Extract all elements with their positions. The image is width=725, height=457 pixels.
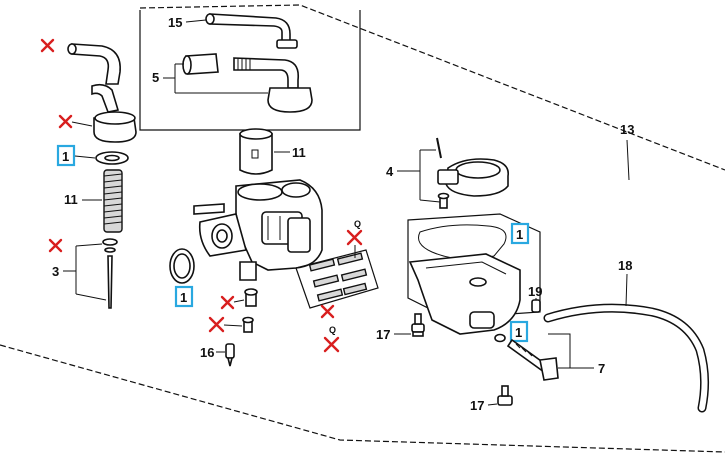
washer[interactable] (95, 151, 129, 165)
main-jet[interactable] (244, 288, 258, 307)
part-11-spring[interactable] (103, 169, 123, 233)
part-17-bolt-bottom[interactable] (497, 385, 513, 406)
callout-5: 5 (152, 63, 268, 94)
qty-box-3-label: 1 (516, 227, 523, 242)
part-7-drain-screw[interactable] (506, 338, 559, 381)
callout-13-label: 13 (620, 122, 634, 137)
part-16-screw[interactable] (225, 343, 235, 367)
callout-16-label: 16 (200, 345, 214, 360)
callout-17-bottom-label: 17 (470, 398, 484, 413)
callout-7: 7 (548, 333, 605, 376)
qty-box-3: 1 (510, 222, 530, 245)
callout-13: 13 (620, 122, 634, 181)
callout-15: 15 (168, 15, 207, 30)
callout-q-bottom-label: Q (329, 325, 336, 335)
callout-19: 19 (528, 284, 542, 300)
drain-o-ring[interactable] (494, 333, 506, 343)
callout-18: 18 (618, 258, 632, 307)
callout-17-left: 17 (376, 327, 411, 342)
not-available-mark-4 (220, 295, 245, 310)
callout-11-left: 11 (64, 192, 102, 207)
part-19-plug[interactable] (531, 299, 541, 313)
left-elbow-cap[interactable] (91, 83, 137, 143)
callout-4-label: 4 (386, 164, 394, 179)
qty-box-1-label: 1 (62, 149, 69, 164)
qty-box-1: 1 (56, 144, 96, 167)
part-18-hose[interactable] (543, 303, 710, 413)
part-3-needle-set[interactable] (102, 238, 118, 309)
part-4-valve[interactable] (437, 192, 450, 209)
callout-16: 16 (200, 345, 225, 360)
callout-3-label: 3 (52, 264, 59, 279)
not-available-mark-1 (40, 38, 55, 53)
part-17-bolt-left[interactable] (411, 313, 425, 337)
screw-set-card[interactable] (295, 249, 379, 309)
callout-11-right-label: 11 (292, 145, 306, 160)
callout-3: 3 (52, 243, 107, 301)
not-available-mark-3 (48, 238, 63, 253)
not-available-mark-7 (320, 304, 335, 319)
carburetor-body[interactable] (193, 179, 323, 281)
part-11-tube[interactable] (239, 128, 273, 175)
callout-q-top-label: Q (354, 219, 361, 229)
o-ring[interactable] (169, 248, 195, 284)
callout-11-right: 11 (274, 145, 306, 160)
qty-box-4: 1 (509, 320, 529, 343)
callout-5-label: 5 (152, 70, 159, 85)
callout-18-label: 18 (618, 258, 632, 273)
qty-box-2: 1 (174, 285, 194, 308)
not-available-mark-5 (208, 316, 243, 333)
not-available-mark-2 (58, 114, 93, 129)
callout-4: 4 (386, 149, 441, 203)
part-5-elbow[interactable] (233, 57, 313, 113)
callout-17-left-label: 17 (376, 327, 390, 342)
callout-11-left-label: 11 (64, 192, 78, 207)
not-available-mark-8: Q (323, 325, 340, 353)
callout-15-label: 15 (168, 15, 182, 30)
callout-7-label: 7 (598, 361, 605, 376)
left-pipe-top[interactable] (67, 43, 121, 85)
qty-box-2-label: 1 (180, 290, 187, 305)
callout-17-bottom: 17 (470, 398, 498, 413)
qty-box-4-label: 1 (515, 325, 522, 340)
callout-19-label: 19 (528, 284, 542, 299)
part-4-float[interactable] (437, 158, 510, 197)
part-15-pipe[interactable] (205, 13, 298, 49)
part-4-pin[interactable] (436, 137, 442, 159)
part-5-sleeve[interactable] (182, 53, 219, 75)
slow-jet[interactable] (242, 316, 254, 333)
not-available-mark-6: Q (346, 219, 363, 258)
float-bowl[interactable] (408, 253, 521, 335)
